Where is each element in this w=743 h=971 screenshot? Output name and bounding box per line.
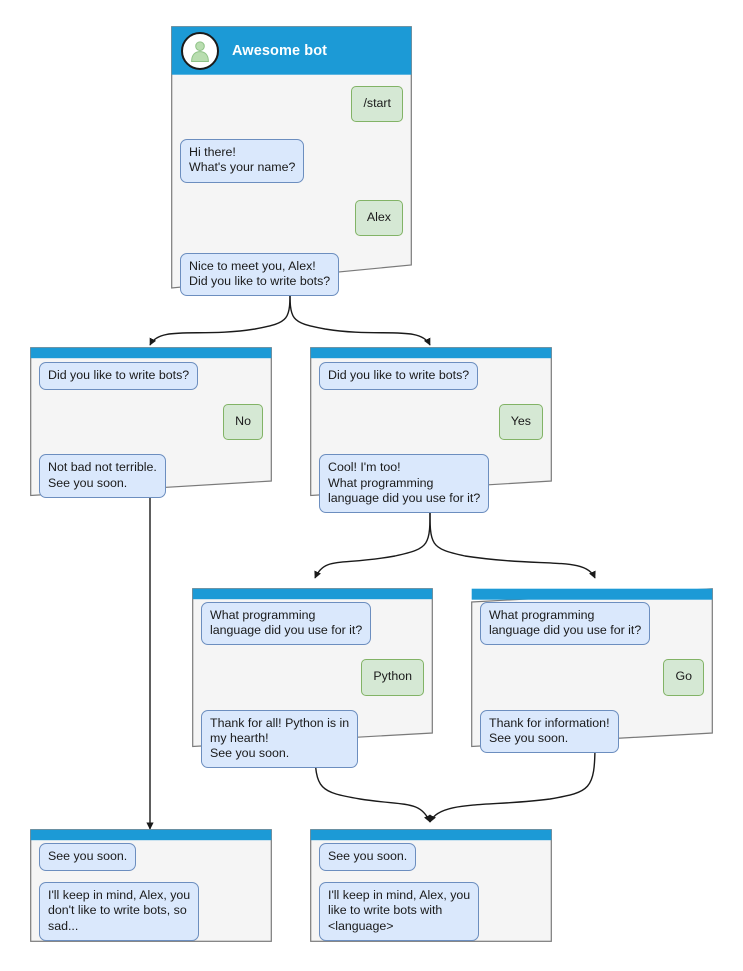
card-end-yes-messages: See you soon. I'll keep in mind, Alex, y… xyxy=(310,843,552,941)
message-row: Go xyxy=(480,659,704,696)
bot-message[interactable]: What programming language did you use fo… xyxy=(201,602,372,646)
message-row: Alex xyxy=(180,199,403,236)
card-end-no[interactable]: See you soon. I'll keep in mind, Alex, y… xyxy=(30,829,272,942)
bot-title: Awesome bot xyxy=(232,42,328,59)
card-end-no-messages: See you soon. I'll keep in mind, Alex, y… xyxy=(30,843,272,941)
bot-message[interactable]: I'll keep in mind, Alex, you like to wri… xyxy=(319,882,480,941)
bot-message[interactable]: See you soon. xyxy=(39,843,137,872)
bot-message[interactable]: What programming language did you use fo… xyxy=(480,602,651,646)
message-row: Yes xyxy=(319,404,543,441)
message-row: Python xyxy=(201,659,424,696)
card-root-messages: /start Hi there! What's your name? Alex … xyxy=(171,86,412,297)
bot-message[interactable]: Thank for information! See you soon. xyxy=(480,709,619,754)
user-message[interactable]: Go xyxy=(663,659,704,696)
message-row: Cool! I'm too! What programming language… xyxy=(319,454,543,514)
message-row: What programming language did you use fo… xyxy=(201,602,424,646)
message-row: What programming language did you use fo… xyxy=(480,602,704,646)
card-go-branch-messages: What programming language did you use fo… xyxy=(471,602,713,754)
bot-message[interactable]: Not bad not terrible. See you soon. xyxy=(39,454,166,498)
bot-message[interactable]: Did you like to write bots? xyxy=(39,362,199,391)
card-python-branch-messages: What programming language did you use fo… xyxy=(192,602,433,769)
message-row: Hi there! What's your name? xyxy=(180,139,403,183)
bot-message[interactable]: Thank for all! Python is in my hearth! S… xyxy=(201,709,359,769)
card-no-branch[interactable]: Did you like to write bots? No Not bad n… xyxy=(30,347,272,498)
message-row: See you soon. xyxy=(39,843,263,872)
person-icon xyxy=(191,40,209,62)
card-go-branch[interactable]: What programming language did you use fo… xyxy=(471,588,713,754)
message-row: Did you like to write bots? xyxy=(39,362,263,391)
user-message[interactable]: No xyxy=(223,404,263,441)
bot-message[interactable]: Cool! I'm too! What programming language… xyxy=(319,454,490,514)
message-row: I'll keep in mind, Alex, you like to wri… xyxy=(319,882,543,941)
card-no-branch-messages: Did you like to write bots? No Not bad n… xyxy=(30,362,272,498)
user-message[interactable]: /start xyxy=(351,86,403,123)
message-row: Not bad not terrible. See you soon. xyxy=(39,454,263,498)
user-message[interactable]: Alex xyxy=(354,199,403,236)
card-root-header: Awesome bot xyxy=(171,26,412,75)
card-python-branch[interactable]: What programming language did you use fo… xyxy=(192,588,433,769)
bot-message[interactable]: Hi there! What's your name? xyxy=(180,139,305,183)
card-root[interactable]: Awesome bot /start Hi there! What's your… xyxy=(171,26,412,297)
message-row: /start xyxy=(180,86,403,123)
message-row: See you soon. xyxy=(319,843,543,872)
card-yes-branch[interactable]: Did you like to write bots? Yes Cool! I'… xyxy=(310,347,552,514)
card-yes-branch-messages: Did you like to write bots? Yes Cool! I'… xyxy=(310,362,552,514)
bot-message[interactable]: Nice to meet you, Alex! Did you like to … xyxy=(180,252,340,297)
message-row: Nice to meet you, Alex! Did you like to … xyxy=(180,252,403,297)
message-row: I'll keep in mind, Alex, you don't like … xyxy=(39,882,263,941)
user-message[interactable]: Yes xyxy=(498,404,543,441)
user-message[interactable]: Python xyxy=(361,659,424,696)
message-row: Thank for all! Python is in my hearth! S… xyxy=(201,709,424,769)
bot-message[interactable]: Did you like to write bots? xyxy=(319,362,479,391)
message-row: Thank for information! See you soon. xyxy=(480,709,704,754)
avatar xyxy=(181,31,219,70)
card-end-yes[interactable]: See you soon. I'll keep in mind, Alex, y… xyxy=(310,829,552,942)
message-row: No xyxy=(39,404,263,441)
bot-message[interactable]: I'll keep in mind, Alex, you don't like … xyxy=(39,882,200,941)
message-row: Did you like to write bots? xyxy=(319,362,543,391)
bot-message[interactable]: See you soon. xyxy=(319,843,417,872)
connector-go-to-end xyxy=(429,743,596,823)
